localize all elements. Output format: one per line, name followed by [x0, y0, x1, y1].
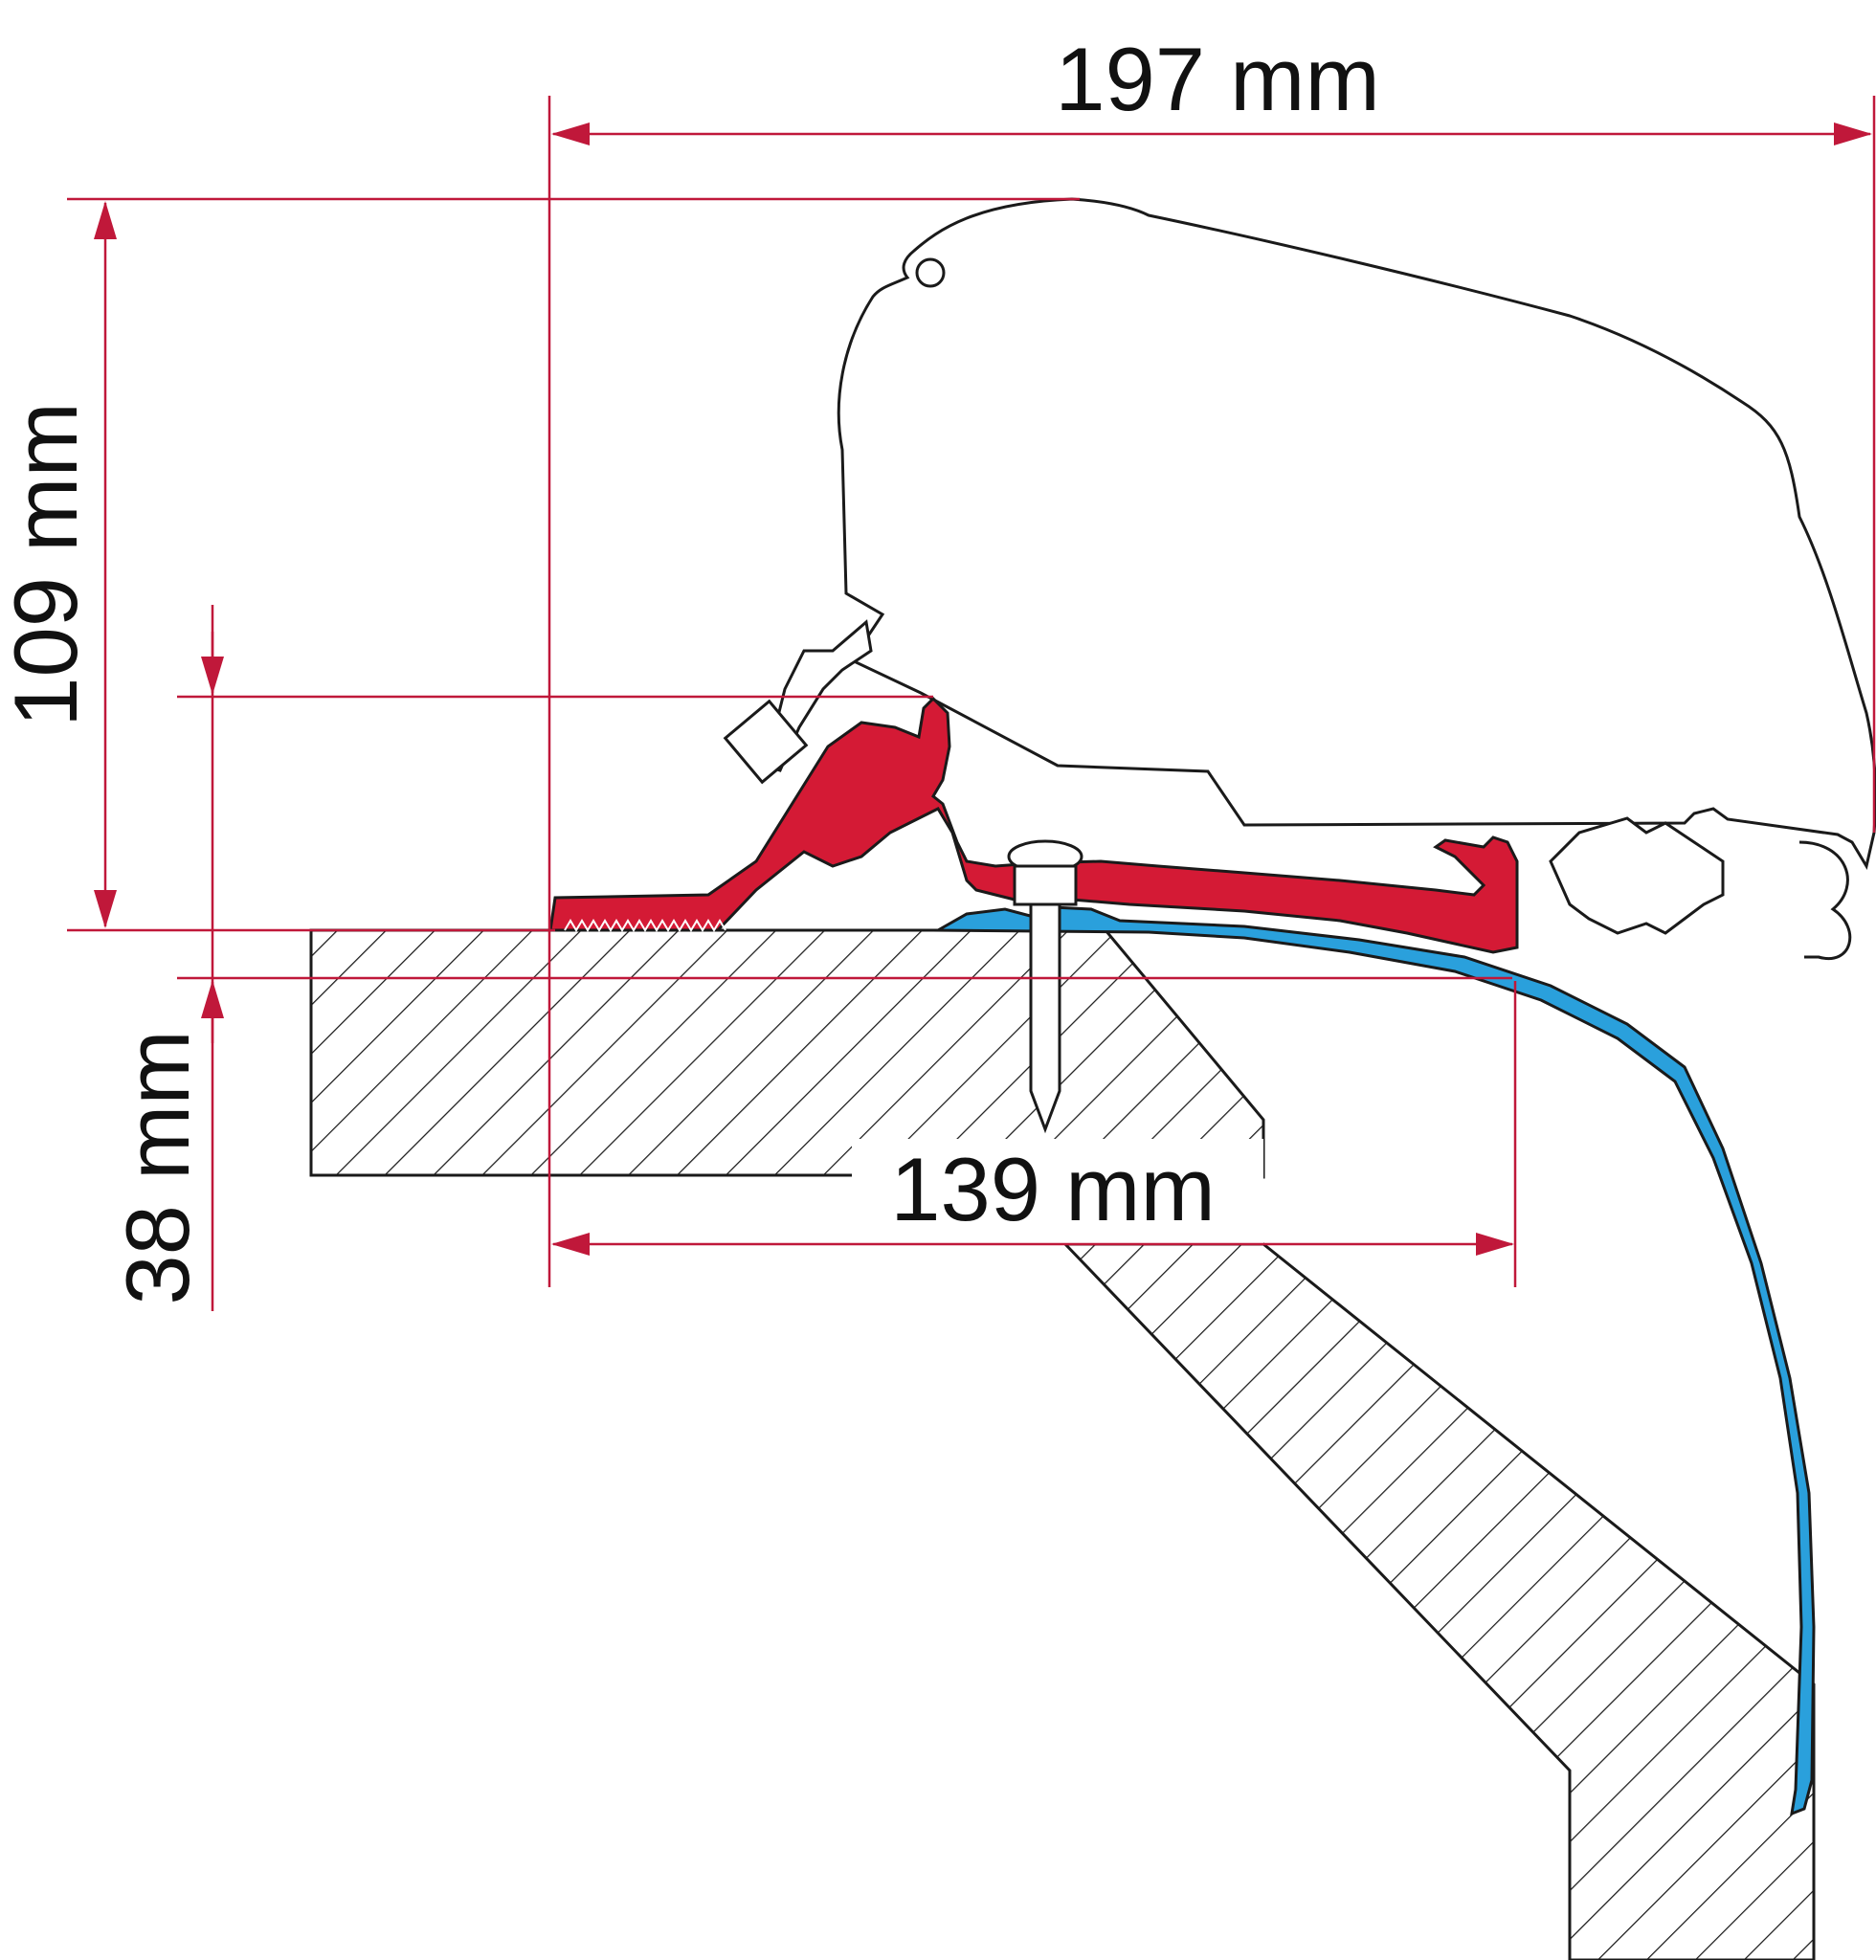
vehicle-roof-section	[309, 928, 1816, 1960]
adapter-rail-profile	[548, 696, 1519, 954]
label-total-width: 197 mm	[1055, 29, 1380, 129]
awning-housing-outline	[837, 197, 1876, 870]
dimension-lines	[67, 96, 1876, 1311]
housing-bump	[915, 257, 946, 288]
seal-profile	[932, 905, 1816, 1816]
awning-roller-profile	[1798, 840, 1852, 961]
label-clearance	[852, 1139, 1263, 1244]
rail-serrations	[564, 919, 726, 932]
screw-shank	[1029, 902, 1061, 1134]
fixing-screw	[1007, 839, 1083, 1134]
bolt-head	[723, 699, 809, 785]
wall-beam	[1061, 1242, 1816, 1960]
screw-washer	[1013, 864, 1078, 906]
label-rail-width: 139 mm	[890, 1139, 1216, 1239]
label-rail-height: 38 mm	[107, 1030, 208, 1304]
label-total-height: 109 mm	[0, 402, 96, 727]
awning-channel-detail	[1549, 816, 1725, 935]
